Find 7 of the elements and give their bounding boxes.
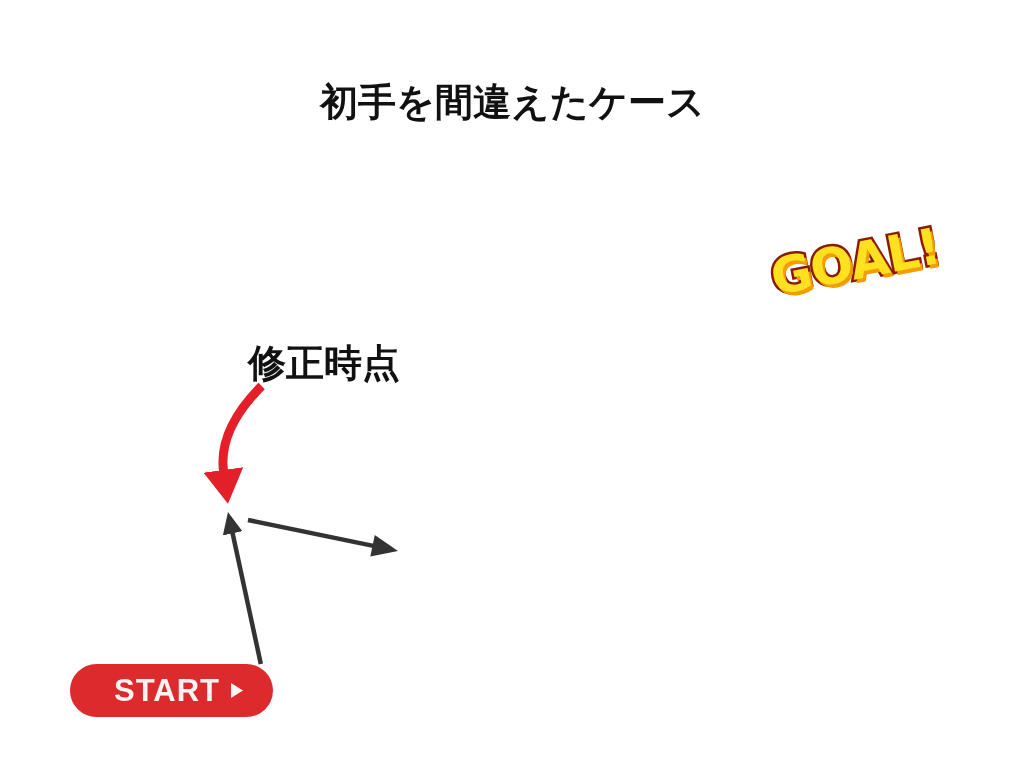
title: 初手を間違えたケース (318, 80, 706, 124)
leader-arrow (206, 382, 265, 504)
arrow (222, 513, 263, 665)
callout-text: 修正時点 (244, 340, 404, 386)
pill-label: START (114, 672, 221, 709)
goal-sticker-text: GOAL! (765, 216, 945, 308)
start-pill (70, 664, 273, 717)
